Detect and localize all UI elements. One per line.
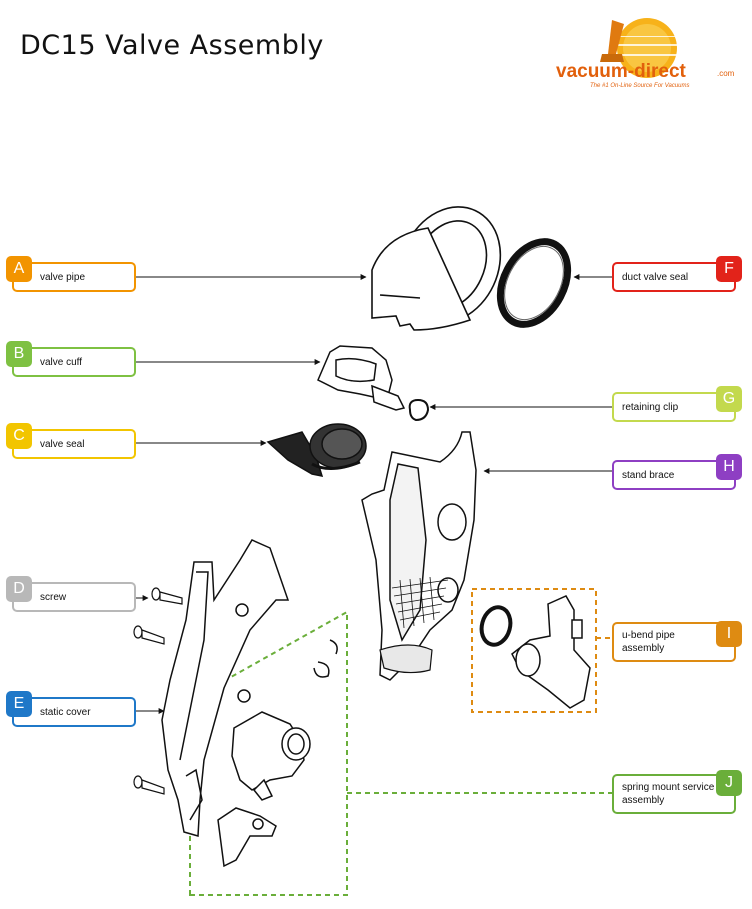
label-text: valve cuff (40, 356, 83, 368)
leader-lines (136, 274, 612, 714)
valve-seal-part (266, 423, 367, 477)
u-bend-group-box (471, 588, 597, 713)
label-static-cover: static cover (12, 697, 136, 727)
valve-cuff-part (317, 345, 406, 411)
badge-g: G (716, 386, 742, 412)
label-text: duct valve seal (622, 271, 689, 283)
badge-d: D (6, 576, 32, 602)
label-u-bend-pipe-assembly: u-bend pipe assembly (612, 622, 736, 662)
stand-brace-part (361, 431, 477, 681)
badge-a: A (6, 256, 32, 282)
logo-tagline: The #1 On-Line Source For Vacuums (590, 83, 690, 89)
vacuum-direct-logo: vacuum-direct .com The #1 On-Line Source… (556, 18, 735, 89)
stand-brace-grille (391, 576, 449, 629)
sun-logo-icon (592, 18, 702, 78)
label-text: spring mount service assembly (622, 782, 715, 806)
duct-valve-seal-part (496, 238, 572, 328)
label-text: stand brace (622, 469, 675, 481)
screw-parts (133, 587, 183, 795)
screw-3 (133, 775, 165, 795)
badge-b: B (6, 341, 32, 367)
page-title: DC15 Valve Assembly (20, 30, 324, 61)
dashed-leaders (347, 637, 612, 794)
badge-e: E (6, 691, 32, 717)
label-text: static cover (40, 706, 91, 718)
badge-i: I (716, 621, 742, 647)
label-spring-mount-service-assembly: spring mount service assembly (612, 774, 736, 814)
stand-brace-base (379, 644, 433, 674)
label-text: screw (40, 591, 67, 603)
label-retaining-clip: retaining clip (612, 392, 736, 422)
static-cover-part (161, 539, 290, 837)
retaining-clip-part (408, 398, 430, 422)
spring-mount-part (217, 639, 338, 868)
u-bend-pipe-part (479, 595, 591, 709)
screw-1 (151, 587, 183, 605)
logo-suffix: .com (717, 69, 735, 78)
badge-f: F (716, 256, 742, 282)
label-text: valve pipe (40, 271, 86, 283)
label-text: u-bend pipe assembly (622, 630, 675, 654)
badge-j: J (716, 770, 742, 796)
screw-2 (133, 625, 165, 645)
label-valve-pipe: valve pipe (12, 262, 136, 292)
valve-pipe-part (371, 206, 502, 331)
badge-h: H (716, 454, 742, 480)
badge-c: C (6, 423, 32, 449)
label-text: retaining clip (622, 401, 679, 413)
label-duct-valve-seal: duct valve seal (612, 262, 736, 292)
logo-brand: vacuum-direct (556, 61, 687, 82)
label-text: valve seal (40, 438, 85, 450)
